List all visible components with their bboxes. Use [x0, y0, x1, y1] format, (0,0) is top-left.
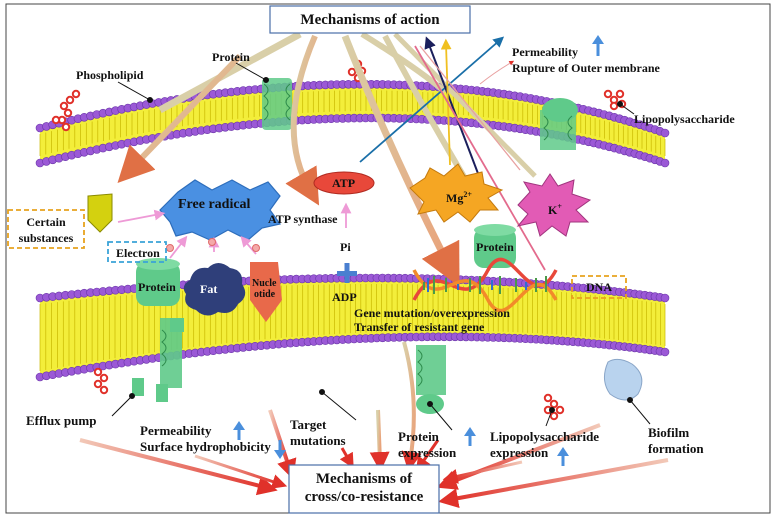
mg-burst: [409, 163, 504, 223]
footer-title: Mechanisms of cross/co-resistance: [304, 471, 424, 505]
k-label: K+: [548, 200, 562, 217]
lps-top-label: Lipopolysaccharide: [634, 112, 735, 126]
nucleotide-label-b: otide: [254, 289, 276, 300]
transfer-label: Transfer of resistant gene: [354, 320, 485, 334]
lipid-head: [660, 293, 670, 303]
fat-label: Fat: [200, 282, 218, 296]
dna-box: [571, 275, 627, 299]
protein-left-shape: [136, 258, 180, 306]
dna-helix: [412, 257, 558, 313]
top-membrane-protein: [262, 78, 292, 130]
up-arrow-permeability: [592, 35, 604, 56]
up-arrow-lps-expression: [557, 447, 569, 466]
leader-lines: [111, 62, 651, 431]
lipid-head: [660, 347, 670, 357]
lps-chain-bottom-left: [93, 367, 109, 395]
target-mutations-label-b: mutations: [290, 433, 346, 448]
phospholipid-label: Phospholipid: [76, 68, 144, 82]
down-arrow-hydrophobicity: [274, 440, 286, 459]
lps-chain-bottom-right: [543, 393, 565, 421]
biofilm-label-a: Biofilm: [648, 425, 690, 440]
rupture-label: Rupture of Outer membrane: [512, 61, 660, 75]
lipid-head: [660, 128, 670, 138]
mg-label: Mg2+: [446, 188, 472, 205]
mg-label-text: Mg: [446, 191, 464, 205]
electron-label: Electron: [116, 246, 160, 260]
atp-synthase-label: ATP synthase: [268, 212, 338, 226]
nucleotide-shape: [250, 262, 282, 322]
protein-expression-label-a: Protein: [398, 429, 439, 444]
top-right-membrane-protein: [540, 98, 578, 150]
k-label-text: K: [548, 203, 558, 217]
radical-arrows: [117, 202, 352, 259]
electron-dots: [166, 238, 260, 252]
title-box: [269, 5, 471, 34]
up-arrow-permeability-bottom: [233, 421, 245, 440]
lps-chain-left: [51, 89, 81, 132]
k-burst: [516, 173, 592, 237]
protein-expression-label-b: expression: [398, 445, 457, 460]
substance-shield: [87, 193, 113, 233]
permeability-label: Permeability: [512, 45, 578, 59]
surface-hydrophobicity-label: Surface hydrophobicity: [140, 439, 271, 454]
certain-substances-label: Certain substances: [18, 215, 74, 245]
protein-mid-label: Protein: [476, 240, 514, 254]
target-mutations-label-a: Target: [290, 417, 327, 432]
adp-label: ADP: [332, 290, 357, 304]
pi-label: Pi: [340, 240, 351, 254]
resistance-arrows: [79, 341, 669, 509]
free-radical-star: [159, 179, 282, 241]
lipid-head: [660, 158, 670, 168]
free-radical-label: Free radical: [178, 197, 251, 212]
nucleotide-label-a: Nucle: [252, 278, 277, 289]
dna-label: DNA: [586, 280, 612, 294]
efflux-pump-protein: [132, 318, 184, 402]
permeability-bottom-label: Permeability: [140, 423, 212, 438]
protein-top-label: Protein: [212, 50, 250, 64]
efflux-pump-label: Efflux pump: [26, 413, 97, 428]
lps-expression-label-a: Lipopolysaccharide: [490, 429, 600, 444]
lps-chain-right: [603, 89, 627, 111]
certain-substances-box: [7, 209, 85, 249]
protein-left-label: Protein: [138, 280, 176, 294]
mg-superscript: 2+: [463, 190, 472, 199]
biofilm-label-b: formation: [648, 441, 704, 456]
biofilm-blob: [604, 358, 643, 401]
action-arrows: [117, 30, 537, 287]
up-arrow-protein-expression: [464, 427, 476, 446]
footer-box: [288, 464, 440, 514]
gene-mutation-label: Gene mutation/overexpression: [354, 306, 510, 320]
fat-shape: [183, 263, 246, 316]
k-superscript: +: [557, 202, 562, 211]
atp-label: ATP: [332, 176, 356, 190]
electron-box: [107, 241, 167, 263]
lps-expression-label-b: expression: [490, 445, 549, 460]
title: Mechanisms of action: [300, 12, 440, 28]
plus-sign: [337, 263, 357, 283]
atp-shape: [313, 171, 375, 195]
protein-mid-shape: [474, 224, 516, 268]
